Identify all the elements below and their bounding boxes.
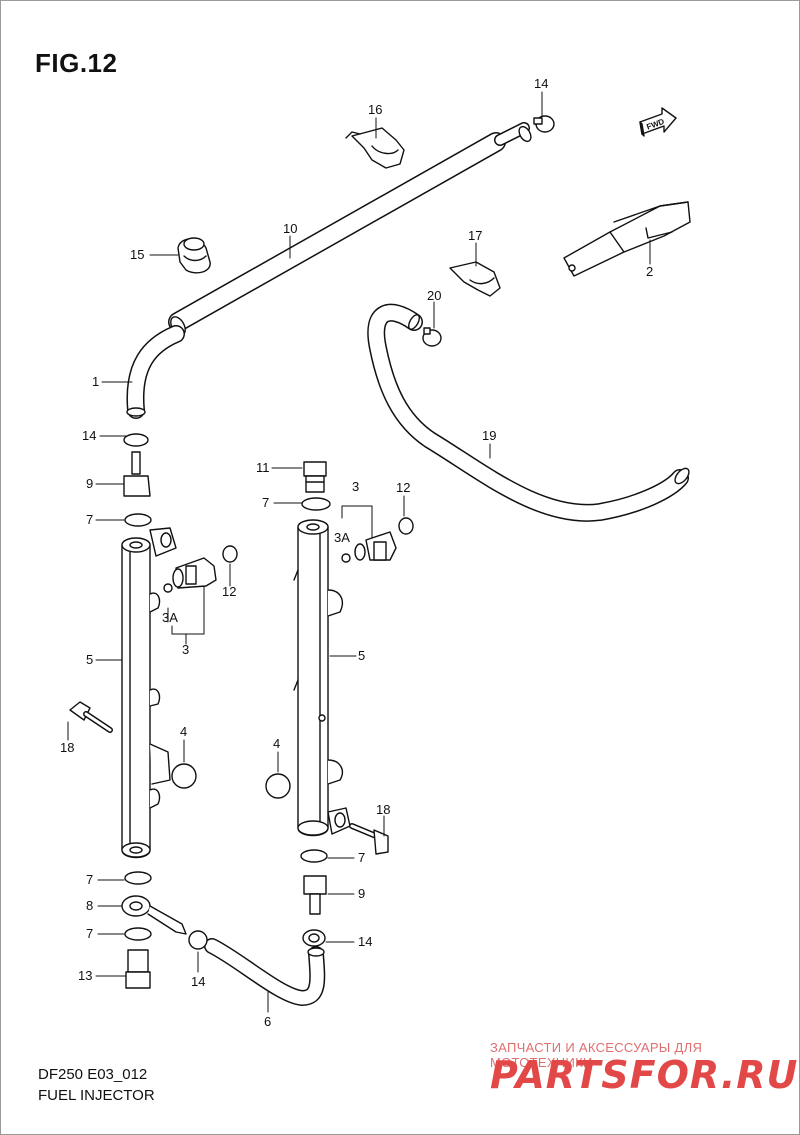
- washer-7-right-low: [300, 849, 328, 863]
- callout-14-right-low: 14: [358, 934, 372, 949]
- callout-16: 16: [368, 102, 382, 117]
- bolt-18-left: [69, 701, 113, 733]
- grommet-4-left: [171, 763, 197, 789]
- grommet-4-right: [265, 773, 291, 799]
- figure-title: FIG.12: [35, 48, 118, 78]
- injector-right: [341, 517, 414, 563]
- bracket-2: [563, 201, 691, 277]
- callout-12-right: 12: [396, 480, 410, 495]
- callout-4-left: 4: [180, 724, 187, 739]
- hose-6: [204, 938, 326, 1006]
- hose-19: [367, 303, 690, 522]
- callout-11: 11: [256, 460, 270, 475]
- bolt-11: [303, 461, 327, 493]
- clip-17: [449, 261, 501, 297]
- callout-3A-right: 3A: [334, 530, 350, 545]
- callout-9-right: 9: [358, 886, 365, 901]
- callout-3-left: 3: [182, 642, 189, 657]
- callout-17: 17: [468, 228, 482, 243]
- callout-6: 6: [264, 1014, 271, 1029]
- callout-20: 20: [427, 288, 441, 303]
- callout-5-right: 5: [358, 648, 365, 663]
- callout-9-left: 9: [86, 476, 93, 491]
- figure-name: FUEL INJECTOR: [38, 1087, 155, 1104]
- callout-13: 13: [78, 968, 92, 983]
- bolt-13: [125, 949, 151, 989]
- watermark-tagline: ЗАПЧАСТИ И АКСЕССУАРЫ ДЛЯ МОТОТЕХНИКИ: [490, 1040, 703, 1070]
- callout-7-left-mid: 7: [86, 872, 93, 887]
- clip-15: [177, 237, 211, 274]
- callout-8: 8: [86, 898, 93, 913]
- clip-20: [422, 327, 442, 347]
- callout-3A-left: 3A: [162, 610, 178, 625]
- model-code: DF250 E03_012: [38, 1066, 148, 1083]
- callout-14-left: 14: [82, 428, 96, 443]
- callout-7-right-top: 7: [262, 495, 269, 510]
- callout-15: 15: [130, 247, 144, 262]
- callout-7-left-top: 7: [86, 512, 93, 527]
- callout-10: 10: [283, 221, 297, 236]
- washer-7-left-top: [124, 513, 152, 527]
- fuel-rail-right: [293, 519, 351, 837]
- callout-1: 1: [92, 374, 99, 389]
- clip-14-top: [533, 115, 555, 133]
- callout-14-left-low: 14: [191, 974, 205, 989]
- clip-16: [345, 127, 405, 169]
- fitting-9-left: [123, 433, 151, 497]
- watermark-logo: PARTSFOR.RU: [490, 1053, 799, 1097]
- fwd-arrow-icon: FWD: [639, 107, 677, 137]
- callout-12-left: 12: [222, 584, 236, 599]
- washer-7-left-low: [124, 927, 152, 941]
- clip-14-left-low: [188, 930, 208, 950]
- fitting-9-right: [303, 875, 327, 915]
- fuel-rail-left: [121, 527, 177, 859]
- callout-5-left: 5: [86, 652, 93, 667]
- callout-19: 19: [482, 428, 496, 443]
- hose-1: [126, 325, 185, 419]
- callout-4-right: 4: [273, 736, 280, 751]
- callout-14-top: 14: [534, 76, 548, 91]
- washer-7-left-mid: [124, 871, 152, 885]
- callout-3-right: 3: [352, 479, 359, 494]
- callout-18-right: 18: [376, 802, 390, 817]
- injector-left: [163, 545, 238, 593]
- washer-7-right-top: [301, 497, 331, 511]
- clip-14-right-low: [302, 929, 326, 947]
- callout-18-left: 18: [60, 740, 74, 755]
- callout-7-left-low: 7: [86, 926, 93, 941]
- callout-7-right-low: 7: [358, 850, 365, 865]
- callout-2: 2: [646, 264, 653, 279]
